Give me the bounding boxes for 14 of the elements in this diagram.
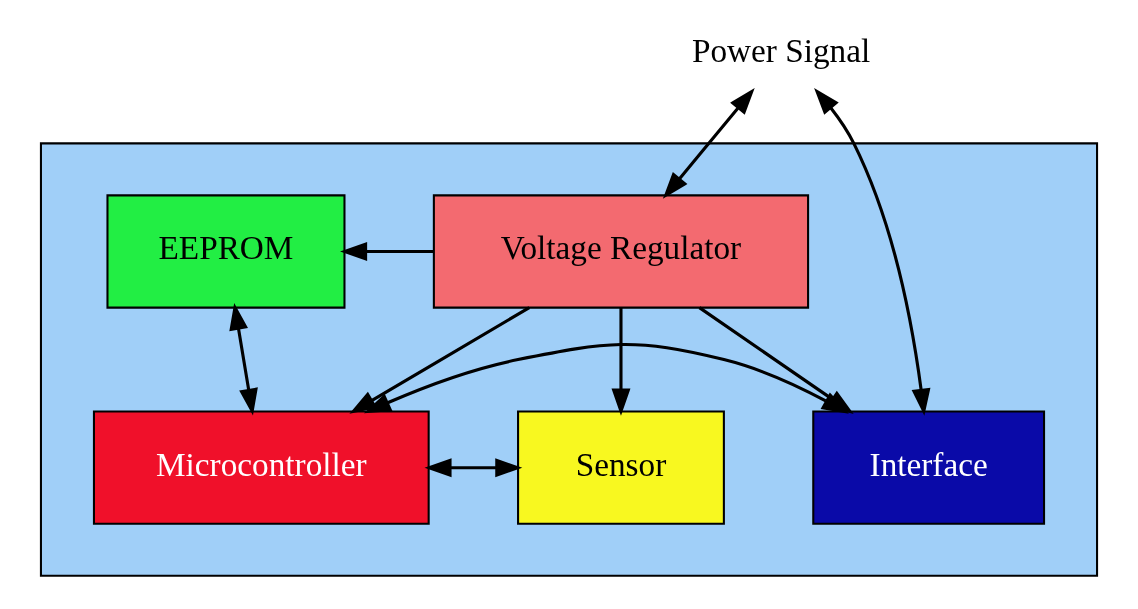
node-box: Voltage Regulator (432, 194, 810, 309)
arrow (424, 458, 523, 478)
node-box: Interface (812, 410, 1046, 525)
node-box: EEPROM (106, 194, 346, 309)
node-box: Microcontroller (92, 410, 430, 525)
arrow (229, 302, 258, 416)
cluster (39, 142, 1099, 577)
arrow (611, 307, 631, 416)
node-box: Sensor (517, 410, 725, 525)
arrow (349, 306, 531, 414)
node-text: Power Signal (691, 31, 871, 69)
arrow (662, 87, 755, 199)
arrow (363, 343, 849, 414)
arrow (340, 242, 434, 261)
